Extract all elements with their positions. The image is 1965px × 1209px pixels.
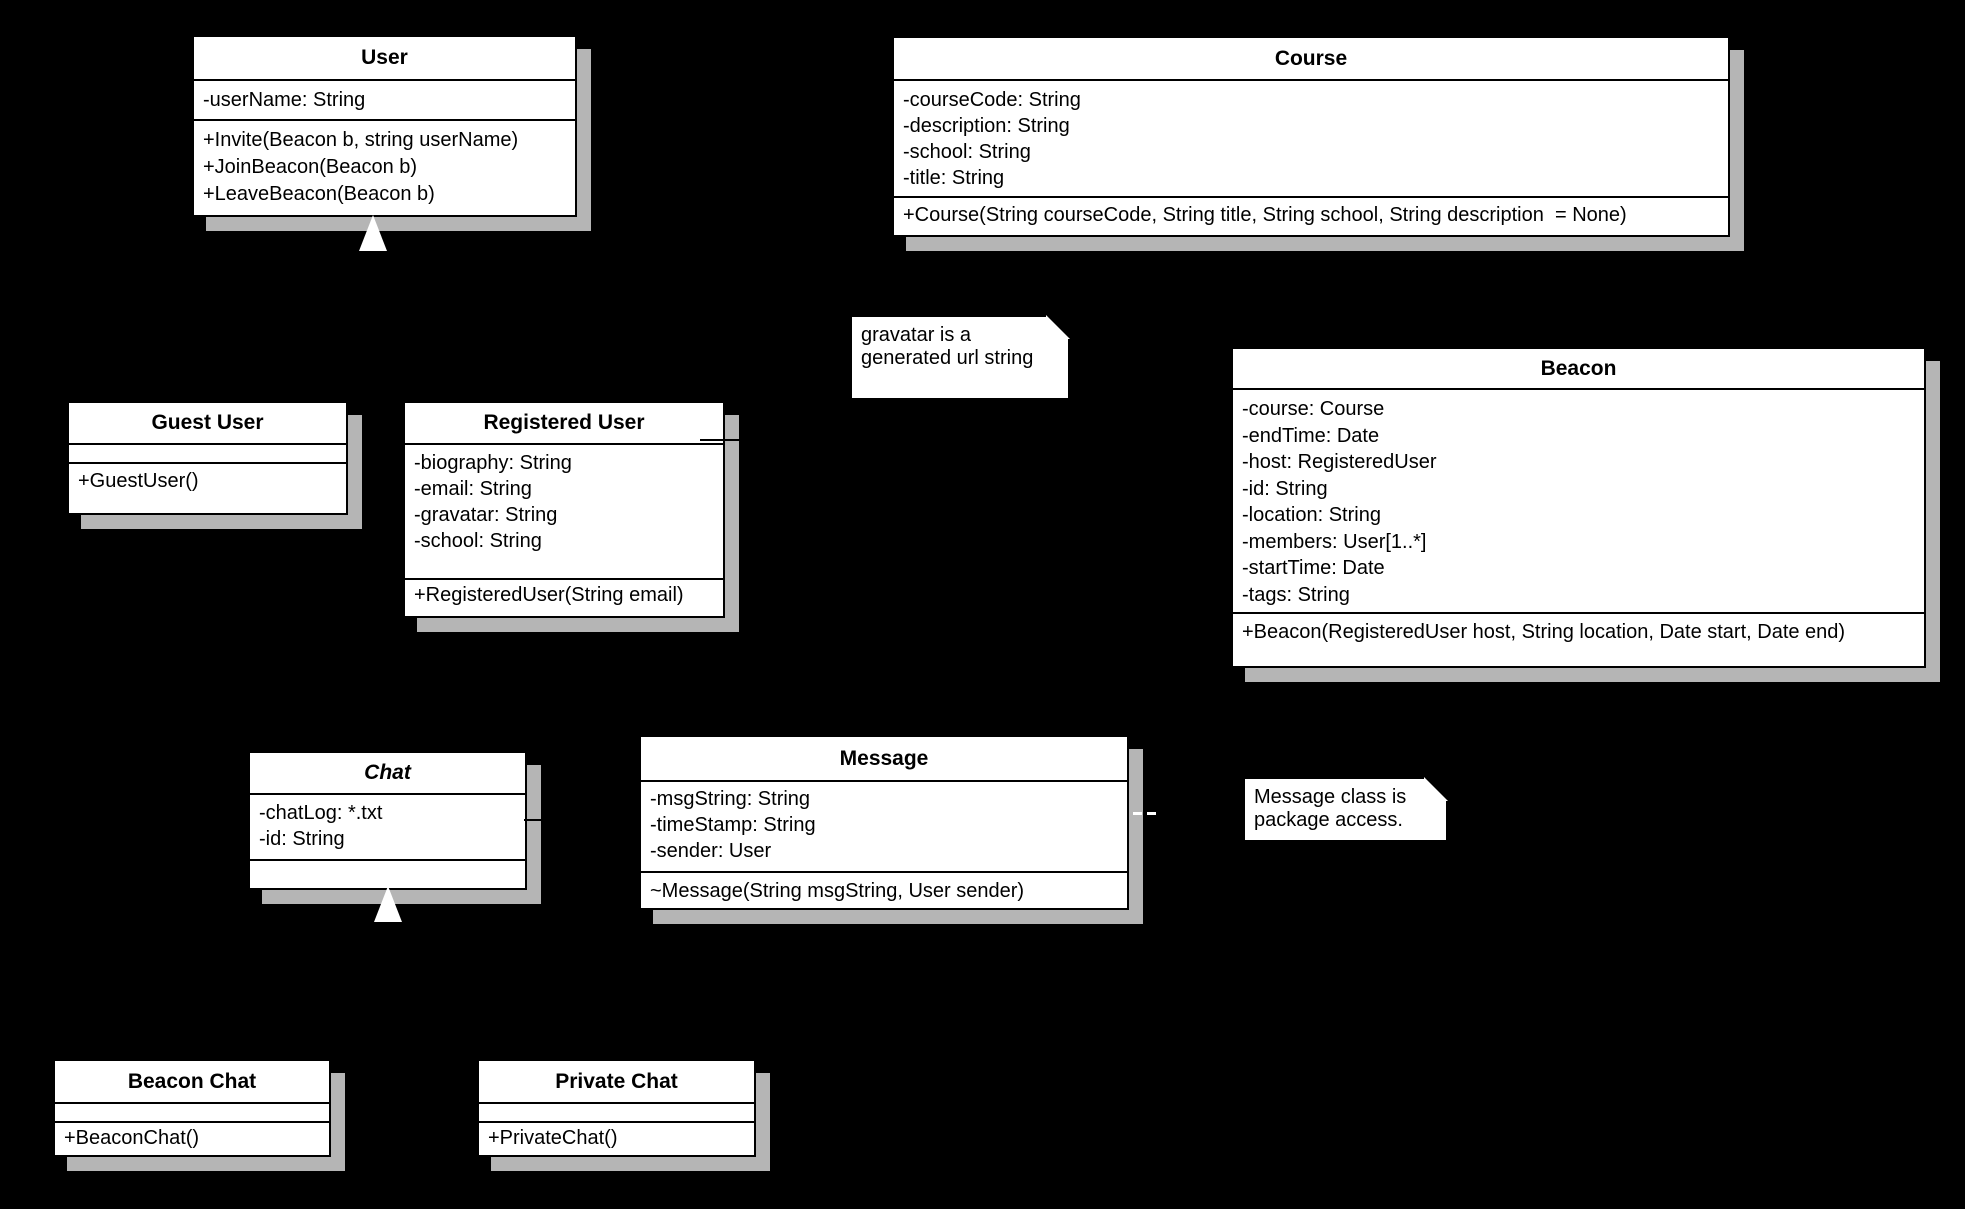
class-guest-user[interactable]: Guest User +GuestUser() — [67, 401, 362, 529]
class-beacon-chat[interactable]: Beacon Chat +BeaconChat() — [53, 1059, 345, 1171]
class-title: Guest User — [151, 411, 264, 434]
class-method: ~Message(String msgString, User sender) — [650, 880, 1025, 902]
class-attribute: -school: String — [903, 141, 1031, 163]
class-method: +JoinBeacon(Beacon b) — [203, 156, 418, 178]
class-chat[interactable]: Chat -chatLog: *.txt -id: String — [248, 751, 541, 904]
class-method: +Invite(Beacon b, string userName) — [203, 129, 519, 151]
class-title: Message — [839, 747, 929, 770]
class-attributes-section — [479, 1102, 754, 1121]
class-title: Private Chat — [555, 1070, 678, 1093]
class-methods-section: +Course(String courseCode, String title,… — [894, 196, 1728, 235]
folded-corner-icon — [1424, 777, 1448, 801]
inheritance-arrowhead-icon[interactable] — [359, 215, 387, 251]
class-attributes-section — [69, 443, 346, 462]
class-private-chat[interactable]: Private Chat +PrivateChat() — [477, 1059, 770, 1171]
class-attribute: -gravatar: String — [414, 504, 558, 526]
class-message[interactable]: Message -msgString: String -timeStamp: S… — [639, 735, 1143, 924]
class-attribute: -description: String — [903, 115, 1070, 137]
class-method: +LeaveBeacon(Beacon b) — [203, 183, 435, 205]
class-course[interactable]: Course -courseCode: String -description:… — [892, 36, 1744, 251]
note-text: generated url string — [861, 347, 1034, 369]
class-attributes-section: -courseCode: String -description: String… — [894, 79, 1728, 196]
class-attribute: -id: String — [1242, 477, 1328, 500]
class-beacon[interactable]: Beacon -course: Course -endTime: Date -h… — [1231, 347, 1940, 682]
class-title: User — [361, 46, 408, 69]
folded-corner-icon — [1046, 315, 1070, 339]
class-methods-section: ~Message(String msgString, User sender) — [641, 871, 1127, 908]
class-method: +PrivateChat() — [488, 1127, 618, 1149]
class-methods-section: +RegisteredUser(String email) — [405, 578, 723, 616]
connector-dash — [524, 819, 544, 821]
class-methods-section: +BeaconChat() — [55, 1121, 329, 1155]
class-title: Registered User — [483, 411, 645, 434]
class-attribute: -timeStamp: String — [650, 814, 816, 836]
class-title: Beacon Chat — [127, 1070, 257, 1093]
class-attribute: -members: User[1..*] — [1242, 530, 1427, 553]
connector-dash — [1147, 812, 1156, 815]
class-attribute: -course: Course — [1242, 398, 1385, 420]
class-attributes-section: -course: Course -endTime: Date -host: Re… — [1233, 388, 1924, 612]
class-attribute: -sender: User — [650, 840, 772, 862]
class-attributes-section: -biography: String -email: String -grava… — [405, 443, 723, 578]
class-method: +RegisteredUser(String email) — [414, 584, 684, 606]
class-title: Course — [1274, 47, 1348, 70]
connector-dash — [700, 439, 739, 441]
class-attributes-section — [55, 1102, 329, 1121]
class-attribute: -tags: String — [1242, 583, 1350, 606]
class-methods-section — [250, 859, 525, 888]
class-title: Beacon — [1540, 357, 1617, 380]
class-attribute: -msgString: String — [650, 788, 811, 810]
class-methods-section: +Invite(Beacon b, string userName) +Join… — [194, 119, 575, 215]
class-attribute: -id: String — [259, 828, 345, 850]
note-text: package access. — [1254, 809, 1403, 831]
class-attribute: -courseCode: String — [903, 89, 1081, 111]
class-methods-section: +GuestUser() — [69, 462, 346, 513]
class-attribute: -startTime: Date — [1242, 557, 1385, 579]
inheritance-arrowhead-icon[interactable] — [374, 886, 402, 922]
class-attributes-section: -userName: String — [194, 79, 575, 119]
note-message-access[interactable]: Message class is package access. — [1243, 777, 1448, 842]
class-method: +BeaconChat() — [64, 1127, 200, 1149]
note-text: Message class is — [1254, 786, 1407, 808]
class-attributes-section: -chatLog: *.txt -id: String — [250, 793, 525, 859]
class-attribute: -host: RegisteredUser — [1242, 451, 1437, 473]
class-attribute: -title: String — [903, 167, 1005, 189]
class-attribute: -school: String — [414, 530, 542, 552]
class-user[interactable]: User -userName: String +Invite(Beacon b,… — [192, 35, 591, 231]
class-registered-user[interactable]: Registered User -biography: String -emai… — [403, 401, 739, 632]
connector-dash — [1133, 812, 1142, 815]
class-methods-section: +PrivateChat() — [479, 1121, 754, 1155]
class-attribute: -location: String — [1242, 504, 1381, 526]
class-attribute: -endTime: Date — [1242, 424, 1380, 447]
note-text: gravatar is a — [861, 324, 972, 346]
class-method: +GuestUser() — [78, 470, 199, 492]
note-gravatar[interactable]: gravatar is a generated url string — [850, 315, 1070, 400]
class-attribute: -biography: String — [414, 452, 572, 474]
class-methods-section: +Beacon(RegisteredUser host, String loca… — [1233, 612, 1924, 666]
class-title: Chat — [364, 761, 411, 784]
class-attribute: -chatLog: *.txt — [259, 802, 383, 824]
class-method: +Course(String courseCode, String title,… — [903, 204, 1627, 226]
class-method: +Beacon(RegisteredUser host, String loca… — [1242, 621, 1846, 643]
class-attribute: -userName: String — [203, 89, 366, 111]
class-attribute: -email: String — [414, 478, 532, 500]
class-attributes-section: -msgString: String -timeStamp: String -s… — [641, 780, 1127, 871]
